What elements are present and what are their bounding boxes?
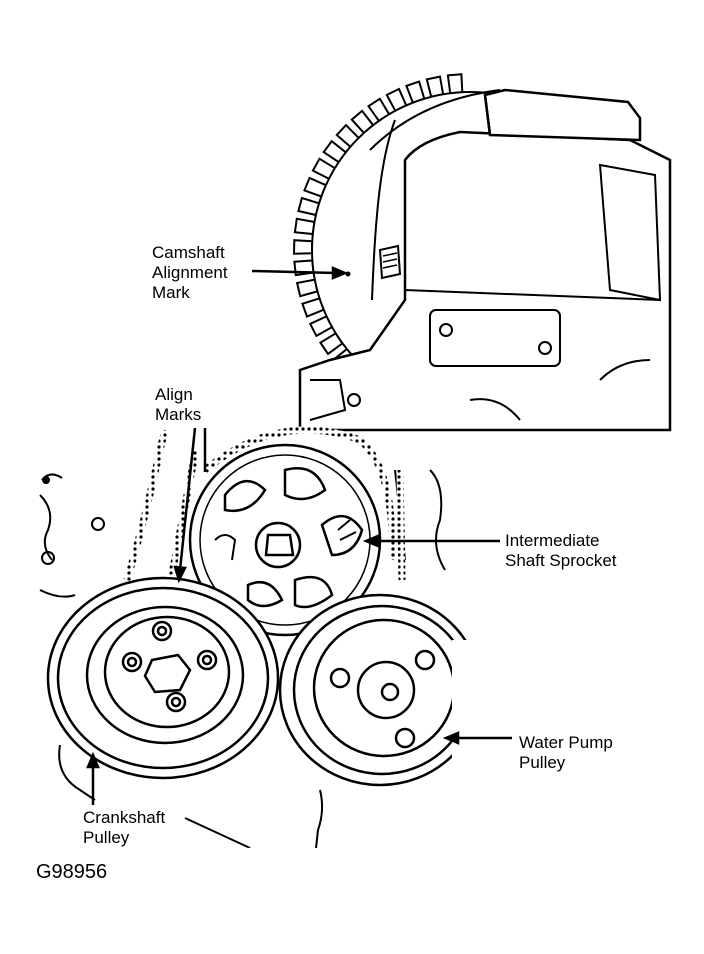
cylinder-head: [298, 88, 672, 432]
crankshaft-pulley-label: Crankshaft Pulley: [83, 808, 165, 848]
water-pump-line-2: Pulley: [519, 753, 566, 772]
camshaft-alignment-mark-label: Camshaft Alignment Mark: [152, 243, 228, 303]
sprocket-tooth: [446, 73, 464, 95]
align-marks-leader-left: [178, 427, 197, 571]
water-pump-pulley: [278, 593, 482, 787]
camshaft-label-line-3: Mark: [152, 283, 190, 302]
align-marks-label: Align Marks: [155, 385, 201, 425]
callout-leaders: [86, 266, 512, 805]
sprocket-tooth: [293, 217, 316, 236]
sprocket-tooth: [292, 239, 314, 255]
camshaft-label-line-2: Alignment: [152, 263, 228, 282]
align-marks-line-2: Marks: [155, 405, 202, 424]
intermediate-line-2: Shaft Sprocket: [505, 551, 617, 570]
camshaft-leader: [251, 269, 337, 275]
intermediate-shaft-sprocket: [188, 443, 382, 637]
align-marks-line-1: Align: [155, 385, 193, 404]
camshaft-label-line-1: Camshaft: [152, 243, 225, 262]
crankshaft-line-1: Crankshaft: [83, 808, 166, 827]
crankshaft-line-2: Pulley: [83, 828, 130, 847]
water-pump-line-1: Water Pump: [519, 733, 613, 752]
water-pump-pulley-label: Water Pump Pulley: [519, 733, 613, 773]
intermediate-line-1: Intermediate: [505, 531, 600, 550]
intermediate-shaft-sprocket-label: Intermediate Shaft Sprocket: [505, 531, 617, 571]
crankshaft-pulley: [46, 576, 280, 780]
figure-code: G98956: [36, 861, 108, 883]
